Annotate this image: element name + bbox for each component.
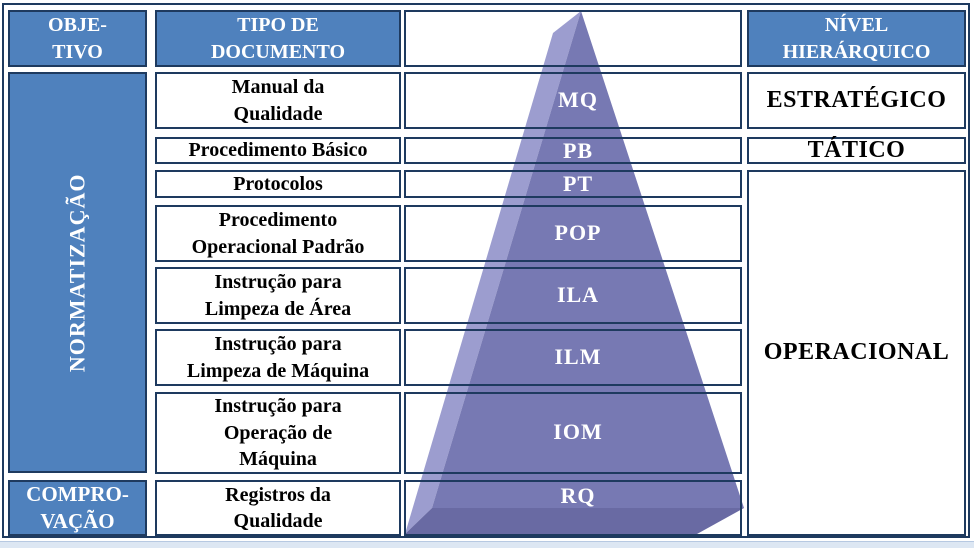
tipo-label: Instrução para Limpeza de Área [204,271,352,320]
cell-tipo-instrucao-operacao-maquina: Instrução para Operação de Máquina [155,392,401,474]
pyramid-cell-pop [404,205,742,262]
pyramid-cell-mq [404,72,742,129]
pyramid-label-ila: ILA [556,282,600,307]
cell-tipo-instrucao-limpeza-maquina: Instrução para Limpeza de Máquina [155,329,401,386]
normatizacao-label: NORMATIZAÇÃO [64,173,90,372]
nivel-label: TÁTICO [807,136,906,163]
cell-tipo-manual-da-qualidade: Manual da Qualidade [155,72,401,129]
pyramid-label-ilm: ILM [554,344,602,369]
cell-objetivo-comprovacao: COMPRO- VAÇÃO [8,480,147,536]
tipo-label: Procedimento Operacional Padrão [191,209,365,258]
tipo-label: Instrução para Operação de Máquina [214,395,342,471]
pyramid-front-face [432,11,744,508]
tipo-label: Protocolos [233,172,323,195]
cell-nivel-estrategico: ESTRATÉGICO [747,72,966,129]
pyramid-label-pb: PB [562,138,594,163]
pyramid-label-pop: POP [554,220,602,245]
header-objetivo-label: OBJE- TIVO [48,13,107,63]
cell-tipo-procedimento-operacional-padrao: Procedimento Operacional Padrão [155,205,401,262]
bottom-accent-strip [0,541,974,548]
header-nivel-hierarquico: NÍVEL HIERÁRQUICO [747,10,966,67]
header-objetivo: OBJE- TIVO [8,10,147,67]
pyramid-cell-ila [404,267,742,324]
pyramid-bottom-bevel-face [405,508,744,534]
nivel-label: OPERACIONAL [763,339,950,366]
header-tipo-de-documento-label: TIPO DE DOCUMENTO [210,13,346,63]
pyramid-cell-ilm [404,329,742,386]
tipo-label: Manual da Qualidade [231,76,325,125]
header-tipo-de-documento: TIPO DE DOCUMENTO [155,10,401,67]
pyramid-cell-pt [404,170,742,198]
tipo-label: Instrução para Limpeza de Máquina [186,333,370,382]
pyramid-cell-iom [404,392,742,474]
tipo-label: Procedimento Básico [188,139,368,161]
header-nivel-hierarquico-label: NÍVEL HIERÁRQUICO [782,13,931,63]
pyramid-label-iom: IOM [553,419,603,444]
nivel-label: ESTRATÉGICO [766,86,947,113]
cell-objetivo-normatizacao: NORMATIZAÇÃO [8,72,147,473]
pyramid-cell-rq [404,480,742,536]
tipo-label: Registros da Qualidade [225,483,331,532]
cell-tipo-protocolos: Protocolos [155,170,401,198]
cell-nivel-tatico: TÁTICO [747,137,966,164]
pyramid-column-header-cell [404,10,742,67]
pyramid-cell-pb [404,137,742,164]
comprovacao-label: COMPRO- VAÇÃO [26,481,129,533]
cell-tipo-procedimento-basico: Procedimento Básico [155,137,401,164]
cell-tipo-instrucao-limpeza-area: Instrução para Limpeza de Área [155,267,401,324]
cell-tipo-registros-da-qualidade: Registros da Qualidade [155,480,401,536]
cell-nivel-operacional: OPERACIONAL [747,170,966,536]
pyramid-label-pt: PT [562,171,594,196]
pyramid-label-mq: MQ [558,87,598,112]
pyramid-label-rq: RQ [560,483,596,508]
pyramid-left-bevel-face [405,11,581,534]
